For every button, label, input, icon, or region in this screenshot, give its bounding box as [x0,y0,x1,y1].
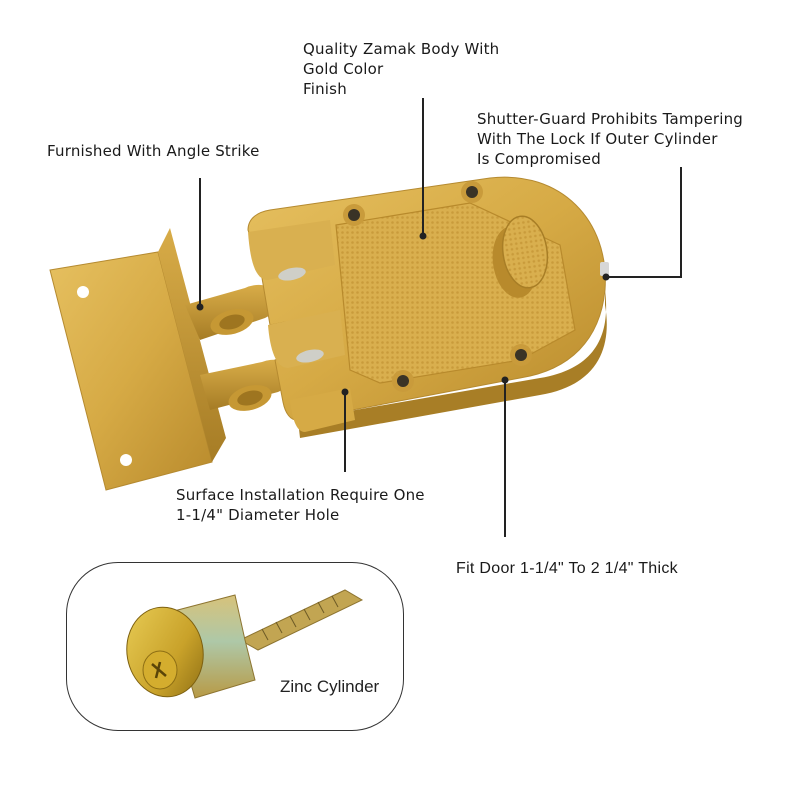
zinc-cylinder-label: Zinc Cylinder [280,677,380,696]
lock-body [247,176,609,438]
callout-line: With The Lock If Outer Cylinder [477,130,718,148]
callout-line: 1-1/4" Diameter Hole [176,506,340,524]
callout-shutter-guard: Shutter-Guard Prohibits Tampering With T… [477,109,743,169]
callout-angle-strike: Furnished With Angle Strike [47,141,260,161]
callout-line: Surface Installation Require One [176,486,425,504]
callout-line: Fit Door 1-1/4" To 2 1/4" Thick [456,560,678,577]
callout-line: Is Compromised [477,150,601,168]
callout-line: Shutter-Guard Prohibits Tampering [477,110,744,128]
callout-line: Finish [303,80,347,98]
zinc-cylinder-inset [66,562,404,731]
callout-zamak-body: Quality Zamak Body With Gold Color Finis… [303,39,499,99]
angle-strike [49,228,293,491]
callout-surface-installation: Surface Installation Require One 1-1/4" … [176,485,425,525]
callout-line: Quality Zamak Body With [303,40,500,58]
callout-fit-door: Fit Door 1-1/4" To 2 1/4" Thick [456,559,678,579]
callout-line: Furnished With Angle Strike [47,142,260,160]
thumb-turn [492,215,549,298]
leader-lines [199,98,682,537]
screw-holes [343,181,532,392]
zinc-cylinder-image [126,589,364,699]
leader-dots [196,232,610,396]
shutter-guard-pin [600,262,609,276]
callout-line: Gold Color [303,60,384,78]
